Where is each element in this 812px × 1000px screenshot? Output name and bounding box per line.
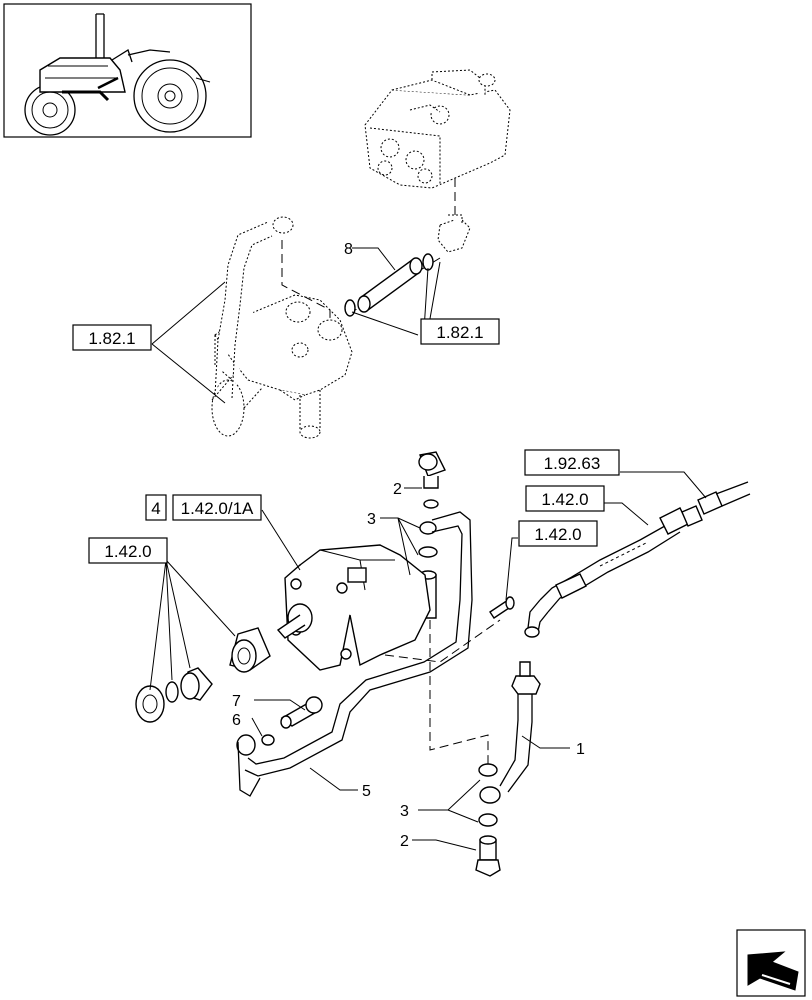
- banjo-bolt-top: [418, 451, 446, 509]
- ref-box-1-82-1-right[interactable]: 1.82.1: [420, 318, 500, 345]
- coupling-parts: [135, 627, 271, 723]
- ref-box-1-42-0-hose[interactable]: 1.42.0: [525, 485, 605, 512]
- ref-label: 1.92.63: [544, 454, 601, 473]
- part-number-3-bottom: 3: [400, 803, 409, 820]
- ref-label: 1.82.1: [88, 329, 135, 348]
- ref-box-1-42-0-center[interactable]: 1.42.0: [518, 520, 598, 547]
- screw-fitting: [489, 596, 515, 619]
- upper-pump-ghost: [211, 69, 511, 439]
- ref-box-1-42-0-1a[interactable]: 1.42.0/1A: [172, 494, 262, 521]
- hose-assembly-right: [524, 481, 751, 638]
- ref-box-1-92-63[interactable]: 1.92.63: [524, 449, 620, 476]
- part-number-7: 7: [232, 693, 241, 710]
- part-number-5: 5: [362, 783, 371, 800]
- part-number-2-bottom: 2: [400, 833, 409, 850]
- ref-label: 1.42.0/1A: [181, 499, 254, 518]
- ref-label: 1.42.0: [541, 490, 588, 509]
- ref-box-4[interactable]: 4: [145, 494, 167, 521]
- hydraulic-pump-part: [276, 544, 431, 671]
- ref-label: 4: [151, 499, 160, 518]
- pipe-5-part: [236, 511, 473, 797]
- ref-label: 1.42.0: [534, 525, 581, 544]
- part-number-3-top: 3: [367, 511, 376, 528]
- ref-box-1-82-1-left[interactable]: 1.82.1: [72, 324, 152, 351]
- sleeve-tube-part: [344, 253, 434, 317]
- ref-label: 1.82.1: [436, 323, 483, 342]
- ref-box-1-42-0-left[interactable]: 1.42.0: [88, 537, 168, 564]
- next-page-arrow-icon[interactable]: [736, 929, 806, 997]
- part-number-8: 8: [344, 241, 353, 258]
- part-number-1: 1: [576, 741, 585, 758]
- bolt-7-washer-6: [261, 696, 323, 746]
- banjo-bolt-bottom: [475, 835, 501, 877]
- part-number-2-top: 2: [393, 481, 402, 498]
- ref-label: 1.42.0: [104, 542, 151, 561]
- part-number-6: 6: [232, 712, 241, 729]
- tractor-thumbnail: [3, 3, 252, 138]
- pipe-1-part: [499, 661, 541, 793]
